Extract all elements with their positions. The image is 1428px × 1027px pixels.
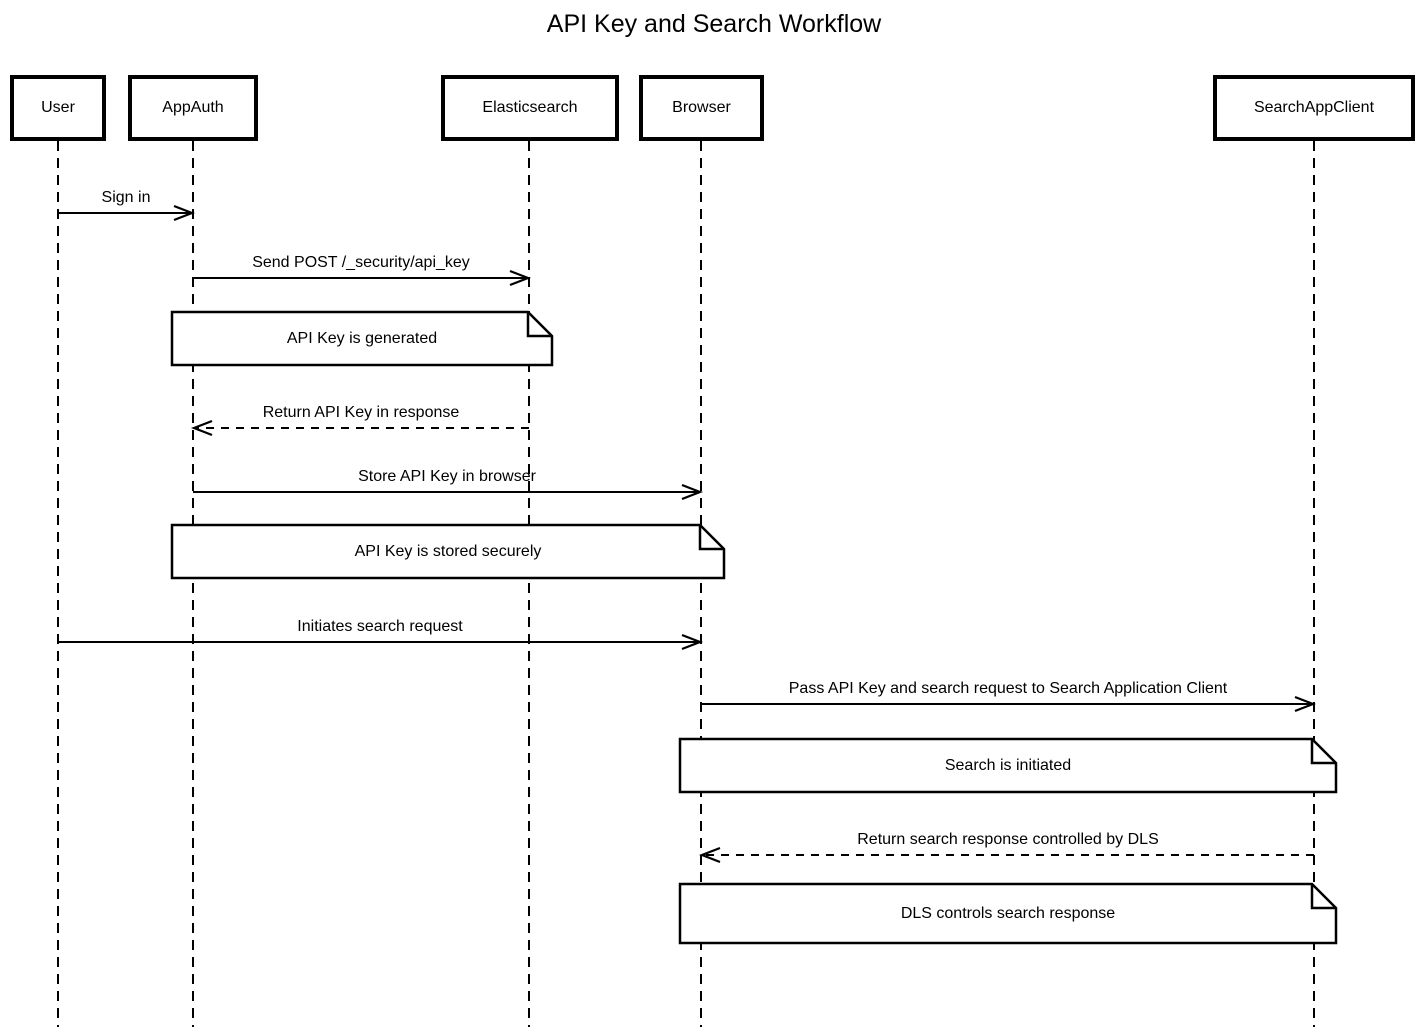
note-api-key-generated-text: API Key is generated <box>286 330 438 347</box>
message-return-api-key-label: Return API Key in response <box>262 404 460 421</box>
participant-browser-label: Browser <box>672 99 731 116</box>
participant-user: User <box>10 75 106 141</box>
message-send-post-label: Send POST /_security/api_key <box>252 254 470 271</box>
message-initiates-search-label: Initiates search request <box>297 618 463 635</box>
message-sign-in-label: Sign in <box>101 189 151 206</box>
participant-appauth: AppAuth <box>128 75 258 141</box>
participant-searchappclient: SearchAppClient <box>1213 75 1415 141</box>
note-search-initiated-text: Search is initiated <box>944 757 1072 774</box>
note-dls-controls-shape <box>678 882 1338 945</box>
participant-elasticsearch-label: Elasticsearch <box>482 99 578 116</box>
message-pass-api-key-label: Pass API Key and search request to Searc… <box>788 680 1228 697</box>
note-api-key-generated-shape <box>170 310 554 367</box>
participant-searchappclient-label: SearchAppClient <box>1253 99 1375 116</box>
diagram-title: API Key and Search Workflow <box>546 10 882 38</box>
note-api-key-stored-shape <box>170 523 726 580</box>
note-api-key-stored-text: API Key is stored securely <box>354 543 542 560</box>
note-search-initiated-shape <box>678 737 1338 794</box>
message-return-search-response-label: Return search response controlled by DLS <box>857 831 1159 848</box>
participant-user-label: User <box>41 99 75 116</box>
message-store-api-key-label: Store API Key in browser <box>358 468 536 485</box>
participant-appauth-label: AppAuth <box>162 99 224 116</box>
participant-browser: Browser <box>639 75 764 141</box>
note-dls-controls-text: DLS controls search response <box>900 905 1116 922</box>
participant-elasticsearch: Elasticsearch <box>441 75 619 141</box>
